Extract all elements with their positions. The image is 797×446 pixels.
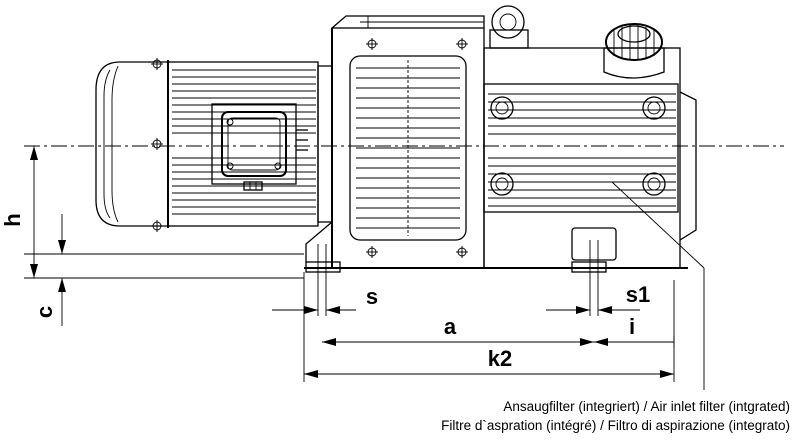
dimension-c (58, 214, 66, 326)
hex-bolt-icon (642, 96, 666, 120)
filter-leader-line (611, 181, 705, 269)
motor-fan-cover (95, 61, 169, 227)
dimension-h (30, 146, 38, 278)
dimension-label-s1: s1 (626, 282, 650, 307)
dimension-label-c: c (32, 306, 57, 318)
caption-line-1: Ansaugfilter (integriert) / Air inlet fi… (503, 399, 790, 414)
lifting-eye (489, 5, 529, 49)
dimension-s (272, 306, 356, 314)
grille-slots (356, 60, 460, 236)
dimension-s1 (546, 306, 640, 314)
pump-body (483, 47, 681, 269)
dimension-label-k2: k2 (488, 346, 512, 371)
dimension-k2 (304, 370, 674, 378)
dimension-label-h: h (0, 213, 25, 226)
electric-motor (95, 58, 333, 232)
hex-bolt-icon (642, 172, 666, 196)
dimension-label-i: i (629, 314, 635, 339)
terminal-box (211, 103, 297, 185)
caption-line-2: Filtre d`aspration (intégré) / Filtro di… (441, 418, 790, 433)
hex-bolt-icon (490, 172, 514, 196)
pump-flange-housing (331, 15, 485, 269)
dimension-label-a: a (444, 314, 457, 339)
filter-cover-grille (349, 55, 467, 241)
dimension-label-s: s (366, 284, 378, 309)
base-frame (304, 221, 688, 273)
adjusting-knob (603, 23, 665, 79)
pump-cooling-fins (488, 93, 676, 207)
dimension-i (594, 336, 675, 348)
dimension-a (322, 338, 594, 346)
motor-cooling-fins (172, 69, 316, 215)
hex-bolt-icon (490, 96, 514, 120)
